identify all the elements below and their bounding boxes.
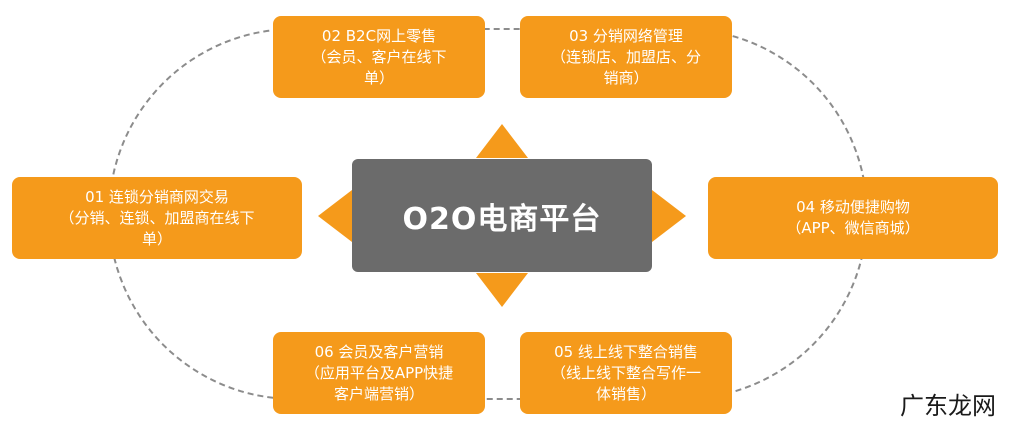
node-01-detail: （分销、连锁、加盟商在线下 — [59, 208, 255, 227]
node-02-title: 02 B2C网上零售 — [321, 26, 437, 45]
node-01-detail-cont: 单） — [141, 229, 172, 248]
arrow-down-icon — [476, 273, 528, 307]
node-06-detail-cont: 客户端营销） — [333, 384, 424, 403]
node-01-chain-distribution-trade: 01 连锁分销商网交易 （分销、连锁、加盟商在线下 单） — [12, 177, 302, 259]
node-02-detail-cont: 单） — [363, 68, 394, 87]
node-05-omnichannel-sales: 05 线上线下整合销售 （线上线下整合写作一 体销售） — [520, 332, 732, 414]
node-06-title: 06 会员及客户营销 — [314, 342, 444, 361]
center-platform-box: O2O电商平台 — [352, 159, 652, 272]
arrow-up-icon — [476, 124, 528, 158]
node-03-title: 03 分销网络管理 — [569, 26, 683, 45]
arrow-left-icon — [318, 190, 352, 242]
arrow-right-icon — [652, 190, 686, 242]
node-05-detail-cont: 体销售） — [595, 384, 656, 403]
node-06-member-marketing: 06 会员及客户营销 （应用平台及APP快捷 客户端营销） — [273, 332, 485, 414]
watermark-text: 广东龙网 — [900, 392, 996, 420]
center-platform-label: O2O电商平台 — [402, 201, 602, 237]
node-03-detail: （连锁店、加盟店、分 — [550, 47, 701, 66]
node-04-mobile-shopping: 04 移动便捷购物 （APP、微信商城） — [708, 177, 998, 259]
node-02-detail: （会员、客户在线下 — [311, 47, 447, 66]
node-06-detail: （应用平台及APP快捷 — [304, 363, 454, 382]
node-04-title: 04 移动便捷购物 — [796, 198, 910, 216]
node-04-detail: （APP、微信商城） — [786, 219, 920, 237]
node-03-distribution-management: 03 分销网络管理 （连锁店、加盟店、分 销商） — [520, 16, 732, 98]
node-05-title: 05 线上线下整合销售 — [554, 342, 698, 361]
node-03-detail-cont: 销商） — [603, 68, 649, 87]
node-05-detail: （线上线下整合写作一 — [550, 363, 701, 382]
node-02-b2c-retail: 02 B2C网上零售 （会员、客户在线下 单） — [273, 16, 485, 98]
node-01-title: 01 连锁分销商网交易 — [85, 187, 229, 206]
